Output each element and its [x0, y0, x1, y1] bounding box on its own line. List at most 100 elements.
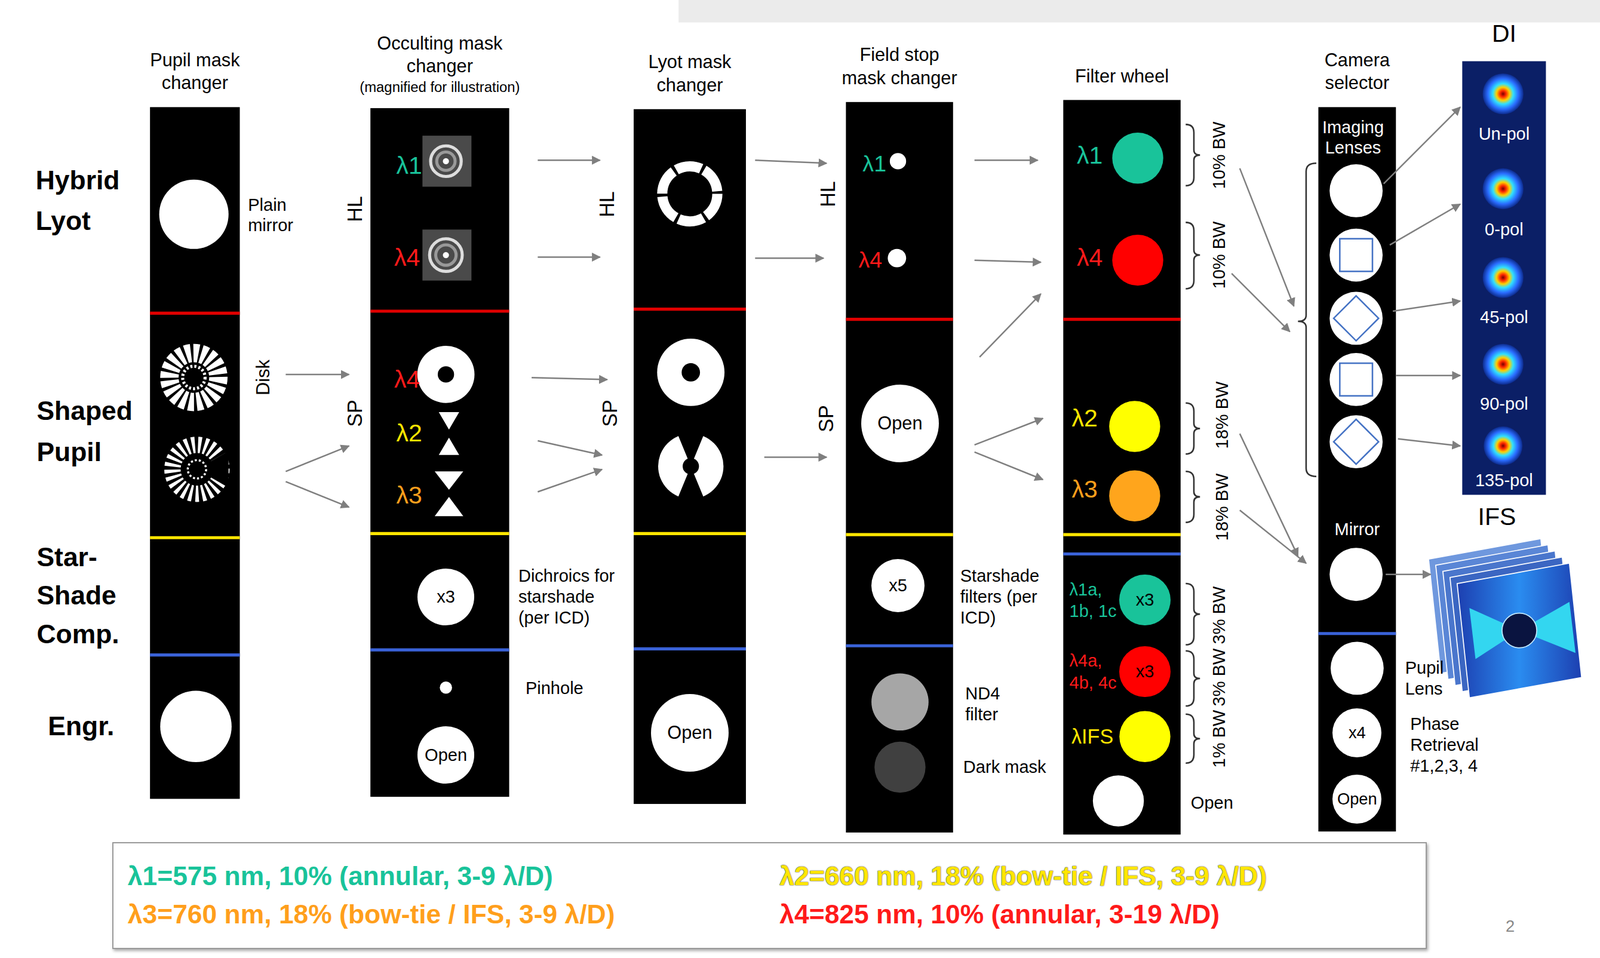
di-image: [1483, 426, 1523, 466]
lens-slot: Open: [1332, 774, 1382, 824]
bandwidth-bracket: [1185, 124, 1317, 763]
wavelength-definition: λ1=575 nm, 10% (annular, 3-9 λ/D): [127, 861, 760, 892]
lens-label: Imaging Lenses: [1317, 117, 1390, 159]
row-label: Star-Shade Comp.: [37, 538, 140, 654]
di-image-box: 135-pol: [1462, 418, 1546, 495]
mask-wheel: Occulting mask changer(magnified for ill…: [370, 108, 509, 797]
mode-tag: SP: [814, 404, 838, 433]
occulting-mask: [434, 471, 464, 490]
flow-arrow: [1395, 374, 1461, 377]
flow-arrow: [1239, 433, 1298, 557]
filter-wheel: Filter wheelx3x3: [1063, 99, 1181, 835]
wheel-heading: Pupil mask changer: [136, 48, 254, 95]
ifs-image: [1428, 538, 1582, 698]
wheel-heading: Camera selector: [1310, 48, 1403, 95]
bandwidth-bracket: [1185, 124, 1200, 186]
flow-arrow: [979, 293, 1041, 358]
wheel-title: Pupil mask changer: [136, 48, 254, 95]
row-label: Engr.: [47, 711, 115, 742]
flow-arrow: [531, 377, 607, 380]
di-panel: DIUn-pol0-pol45-pol90-pol135-pol: [1462, 61, 1546, 496]
divider-line: [845, 533, 953, 537]
mask-label: Plain mirror: [247, 194, 320, 237]
wheel-heading: Filter wheel: [1050, 65, 1194, 88]
divider-line: [845, 317, 953, 321]
lyot-mask: [681, 363, 700, 382]
divider-line: [149, 653, 240, 657]
occulting-mask: [417, 135, 475, 694]
divider-line: [370, 532, 509, 536]
wheel-heading: Field stop mask changer: [835, 43, 964, 90]
wavelength-tag: λ4a, 4b, 4c: [1069, 649, 1126, 694]
wheel-strip: [149, 60, 1546, 835]
wheel-strip: [633, 109, 746, 804]
occulting-mask: [429, 238, 463, 272]
camera-lens: [1329, 352, 1383, 407]
lyot-mask: [662, 166, 718, 221]
wavelength-definition: λ2=660 nm, 18% (bow-tie / IFS, 3-9 λ/D): [779, 861, 1411, 892]
mask-wheel: Lyot mask changerOpen: [633, 109, 746, 805]
slot-label: 135-pol: [1475, 470, 1534, 491]
field-stop: [889, 152, 907, 170]
di-image: [1482, 73, 1524, 115]
camera-lens: [1339, 363, 1373, 396]
wheel-heading: Lyot mask changer: [633, 50, 746, 97]
pupil-mask: [159, 179, 232, 763]
lens-label: Pupil Lens: [1405, 657, 1462, 700]
occulting-mask: [422, 135, 472, 187]
wheel-strip: [845, 102, 953, 833]
camera-lens: [1329, 164, 1383, 218]
bandwidth-bracket: [1185, 222, 1200, 289]
wavelength-tag: λ3: [395, 481, 422, 511]
field-stop: [871, 673, 929, 731]
bandwidth-tag: 18% BW: [1212, 381, 1233, 450]
lyot-mask: [682, 458, 699, 475]
camera-lens: [1333, 295, 1379, 341]
di-image: [1482, 256, 1524, 298]
note: Starshade filters (per ICD): [960, 565, 1063, 629]
flow-arrow: [1389, 204, 1461, 245]
lyot-mask: [656, 338, 725, 407]
slot-label: x3: [1135, 661, 1155, 682]
leader-arrow: [1385, 573, 1431, 576]
flow-arrow: [1239, 168, 1295, 307]
filter: [1109, 400, 1160, 452]
wheel-heading: Occulting mask changer(magnified for ill…: [358, 32, 522, 97]
di-image-box: Un-pol: [1462, 61, 1546, 149]
divider-line: [370, 309, 509, 313]
lens-label: Mirror: [1334, 519, 1380, 540]
occulting-mask: [443, 252, 450, 259]
flow-arrow: [537, 440, 603, 456]
lens-label: Phase Retrieval #1,2,3, 4: [1410, 713, 1494, 777]
note: Dark mask: [963, 757, 1047, 778]
lens-slot: x4: [1332, 708, 1382, 758]
wavelength-tag: λ4: [394, 244, 420, 273]
pupil-mask: [182, 366, 206, 389]
divider-line: [633, 307, 746, 311]
camera-lens: [1329, 547, 1383, 601]
field-stop: [874, 741, 926, 793]
filter-slot: x3: [1119, 646, 1170, 697]
wheel-title: DI: [1473, 18, 1535, 49]
note: Open: [1190, 793, 1234, 813]
mask-illustration: [149, 73, 1582, 827]
wavelength-tag: λ1: [862, 151, 887, 177]
mask-slot: x3: [417, 568, 475, 626]
lyot-mask: [656, 166, 725, 501]
bandwidth-tag: 10% BW: [1209, 121, 1230, 189]
di-image: [1482, 168, 1524, 210]
wavelength-tag: λ4: [858, 247, 883, 273]
connector: [285, 106, 1461, 564]
mask-wheel: Pupil mask changer: [149, 106, 240, 799]
flow-arrow: [754, 257, 823, 260]
camera-lens: [1329, 292, 1383, 346]
wheel-strip: [1318, 106, 1396, 832]
bandwidth-bracket: [1185, 471, 1200, 522]
wavelength-definition: λ4=825 nm, 10% (annular, 3-19 λ/D): [779, 899, 1411, 930]
bandwidth-bracket: [1185, 650, 1200, 706]
pupil-mask: [187, 459, 207, 479]
occulting-mask: [435, 244, 457, 266]
camera-lens: [1333, 419, 1379, 465]
divider-line: [149, 536, 240, 540]
filter: [1109, 470, 1160, 521]
